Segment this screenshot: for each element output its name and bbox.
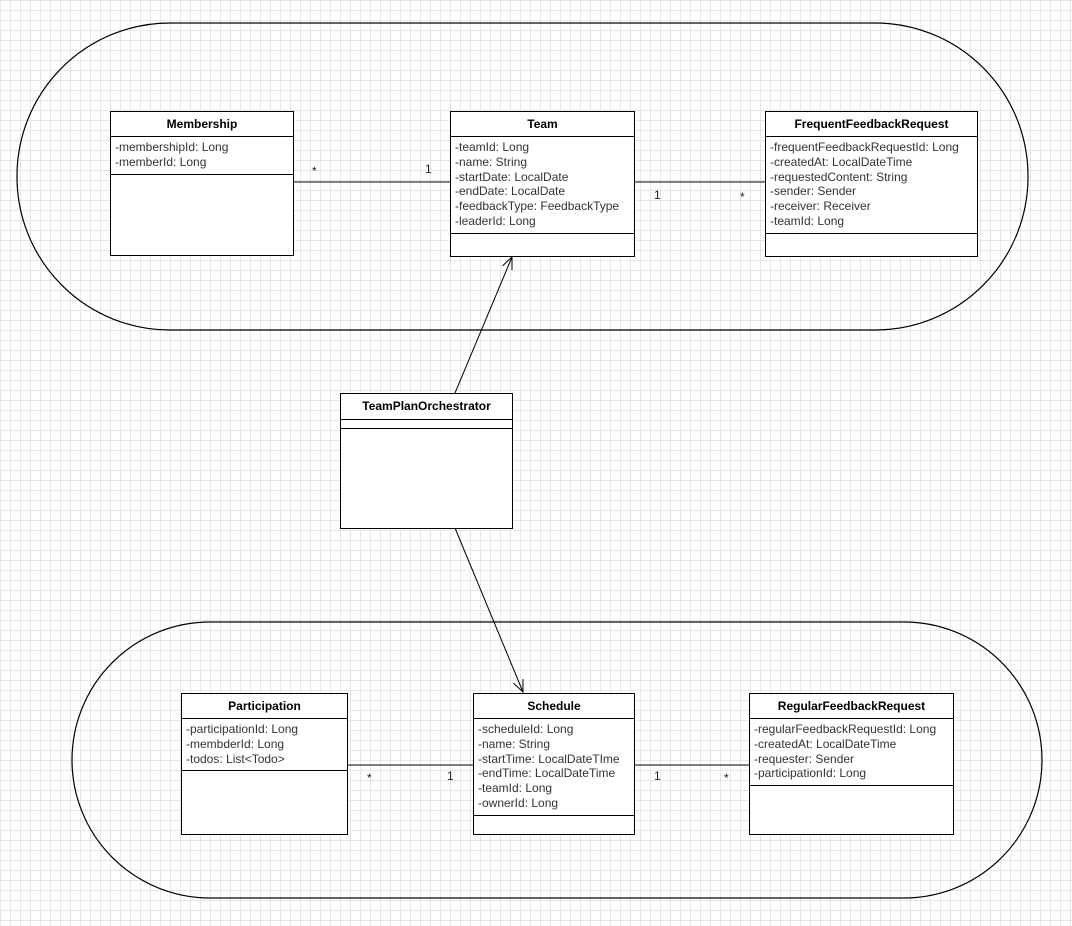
multiplicity-label: 1 (425, 162, 432, 176)
class-name: TeamPlanOrchestrator (341, 394, 512, 420)
attribute: -regularFeedbackRequestId: Long (754, 722, 937, 736)
team-aggregate-boundary (16, 22, 1029, 331)
multiplicity-label: * (312, 164, 317, 178)
attribute-list: -frequentFeedbackRequestId: Long -create… (766, 137, 977, 234)
class-name: Membership (111, 112, 293, 137)
attribute: -endTime: LocalDateTime (478, 766, 616, 781)
attribute: -createdAt: LocalDateTime (770, 154, 913, 169)
attribute-list: -regularFeedbackRequestId: Long -created… (750, 719, 953, 787)
class-name: Schedule (474, 694, 634, 719)
class-schedule[interactable]: Schedule -scheduleId: Long -name: String… (473, 693, 635, 835)
attribute: -requestedContent: String (770, 169, 908, 184)
multiplicity-label: 1 (654, 188, 661, 202)
attribute: -startTime: LocalDateTIme (478, 751, 620, 766)
attribute: -createdAt: LocalDateTime (754, 736, 897, 751)
class-team-plan-orchestrator[interactable]: TeamPlanOrchestrator (340, 393, 513, 529)
attribute: -name: String (455, 154, 528, 169)
class-team[interactable]: Team -teamId: Long -name: String -startD… (450, 111, 635, 257)
attribute: -startDate: LocalDate (455, 169, 569, 184)
attribute: -receiver: Receiver (770, 199, 871, 214)
attribute-list (341, 420, 512, 429)
schedule-aggregate-boundary (71, 621, 1043, 899)
class-participation[interactable]: Participation -participationId: Long -me… (181, 693, 348, 835)
attribute: -membershipId: Long (115, 140, 229, 154)
class-frequent-feedback-request[interactable]: FrequentFeedbackRequest -frequentFeedbac… (765, 111, 978, 257)
class-name: RegularFeedbackRequest (750, 694, 953, 719)
multiplicity-label: * (724, 771, 729, 785)
attribute-list: -participationId: Long -membderId: Long … (182, 719, 347, 772)
attribute: -leaderId: Long (455, 213, 536, 228)
attribute: -feedbackType: FeedbackType (455, 199, 620, 214)
attribute-list: -scheduleId: Long -name: String -startTi… (474, 719, 634, 816)
attribute: -participationId: Long (754, 766, 867, 781)
multiplicity-label: 1 (654, 769, 661, 783)
attribute-list: -teamId: Long -name: String -startDate: … (451, 137, 634, 234)
attribute-list: -membershipId: Long -memberId: Long (111, 137, 293, 175)
attribute: -endDate: LocalDate (455, 184, 566, 199)
attribute: -participationId: Long (186, 722, 299, 736)
multiplicity-label: * (367, 771, 372, 785)
orchestrator-team-dependency[interactable] (454, 256, 513, 394)
attribute: -sender: Sender (770, 184, 857, 199)
attribute: -teamId: Long (770, 213, 845, 228)
attribute: -teamId: Long (478, 781, 553, 796)
attribute: -name: String (478, 736, 551, 751)
attribute: -memberId: Long (115, 154, 207, 169)
attribute: -scheduleId: Long (478, 722, 574, 736)
orchestrator-schedule-arrowhead (513, 679, 524, 694)
orchestrator-schedule-dependency[interactable] (454, 527, 524, 693)
attribute: -ownerId: Long (478, 795, 559, 810)
multiplicity-label: * (740, 190, 745, 204)
multiplicity-label: 1 (447, 769, 454, 783)
attribute: -frequentFeedbackRequestId: Long (770, 140, 959, 154)
class-membership[interactable]: Membership -membershipId: Long -memberId… (110, 111, 294, 256)
attribute: -teamId: Long (455, 140, 530, 154)
class-regular-feedback-request[interactable]: RegularFeedbackRequest -regularFeedbackR… (749, 693, 954, 835)
attribute: -todos: List<Todo> (186, 751, 285, 766)
class-name: Participation (182, 694, 347, 719)
class-name: FrequentFeedbackRequest (766, 112, 977, 137)
orchestrator-team-arrowhead (502, 255, 513, 270)
attribute: -requester: Sender (754, 751, 855, 766)
attribute: -membderId: Long (186, 736, 285, 751)
class-name: Team (451, 112, 634, 137)
